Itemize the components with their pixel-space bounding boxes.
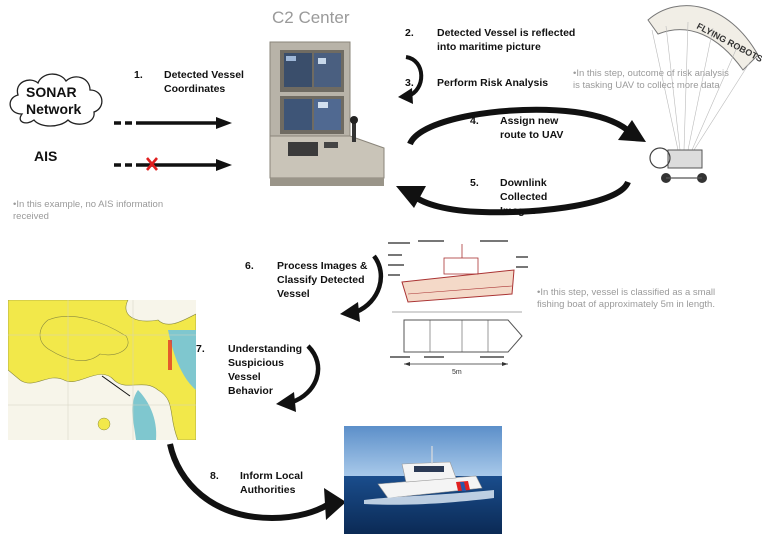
step-4-arrow <box>407 106 646 146</box>
c2-console-image <box>269 41 385 186</box>
source-arrows <box>114 117 232 171</box>
ais-label: AIS <box>34 148 58 164</box>
vessel-blueprint-image: 5m <box>384 236 530 376</box>
step-8-arrow <box>167 443 346 522</box>
step-7-number: 7. <box>196 343 205 355</box>
sonar-cloud-icon <box>9 73 103 127</box>
page-title: C2 Center <box>272 8 350 27</box>
step-3-text: Perform Risk Analysis <box>437 77 549 89</box>
vessel-length-label: 5m <box>452 369 462 376</box>
no-signal-x-icon <box>146 157 158 171</box>
step-7-text: Understanding Suspicious Vessel Behavior <box>228 343 303 397</box>
step-7-curved-arrow <box>276 344 321 412</box>
step-6-curved-arrow <box>340 254 384 322</box>
ais-arrow <box>114 159 232 171</box>
classify-note: •In this step, vessel is classified as a… <box>537 287 716 310</box>
risk-note: •In this step, outcome of risk analysis … <box>573 68 729 91</box>
step-5-arrow <box>396 180 631 216</box>
uav-image: FLYING ROBOTS <box>647 5 762 183</box>
step-1-number: 1. <box>134 69 143 81</box>
step-2-curved-arrow <box>398 55 424 104</box>
step-6-text: Process Images & Classify Detected Vesse… <box>277 260 368 300</box>
step-8-number: 8. <box>210 470 219 482</box>
step-2-text: Detected Vessel is reflected into mariti… <box>437 27 576 53</box>
sonar-network-label: SONAR Network <box>26 84 82 117</box>
step-3-number: 3. <box>405 77 414 89</box>
step-6-number: 6. <box>245 260 254 272</box>
step-5-text: Downlink Collected Images <box>500 177 548 217</box>
step-2-number: 2. <box>405 27 414 39</box>
step-4-text: Assign new route to UAV <box>500 115 564 141</box>
step-8-text: Inform Local Authorities <box>240 470 304 496</box>
ais-note: •In this example, no AIS information rec… <box>13 199 164 222</box>
step-5-number: 5. <box>470 177 479 189</box>
nautical-chart-image <box>8 300 196 440</box>
step-1-text: Detected Vessel Coordinates <box>164 69 244 95</box>
sonar-arrow <box>114 117 232 129</box>
step-4-number: 4. <box>470 115 479 127</box>
coast-guard-boat-image <box>344 426 502 534</box>
